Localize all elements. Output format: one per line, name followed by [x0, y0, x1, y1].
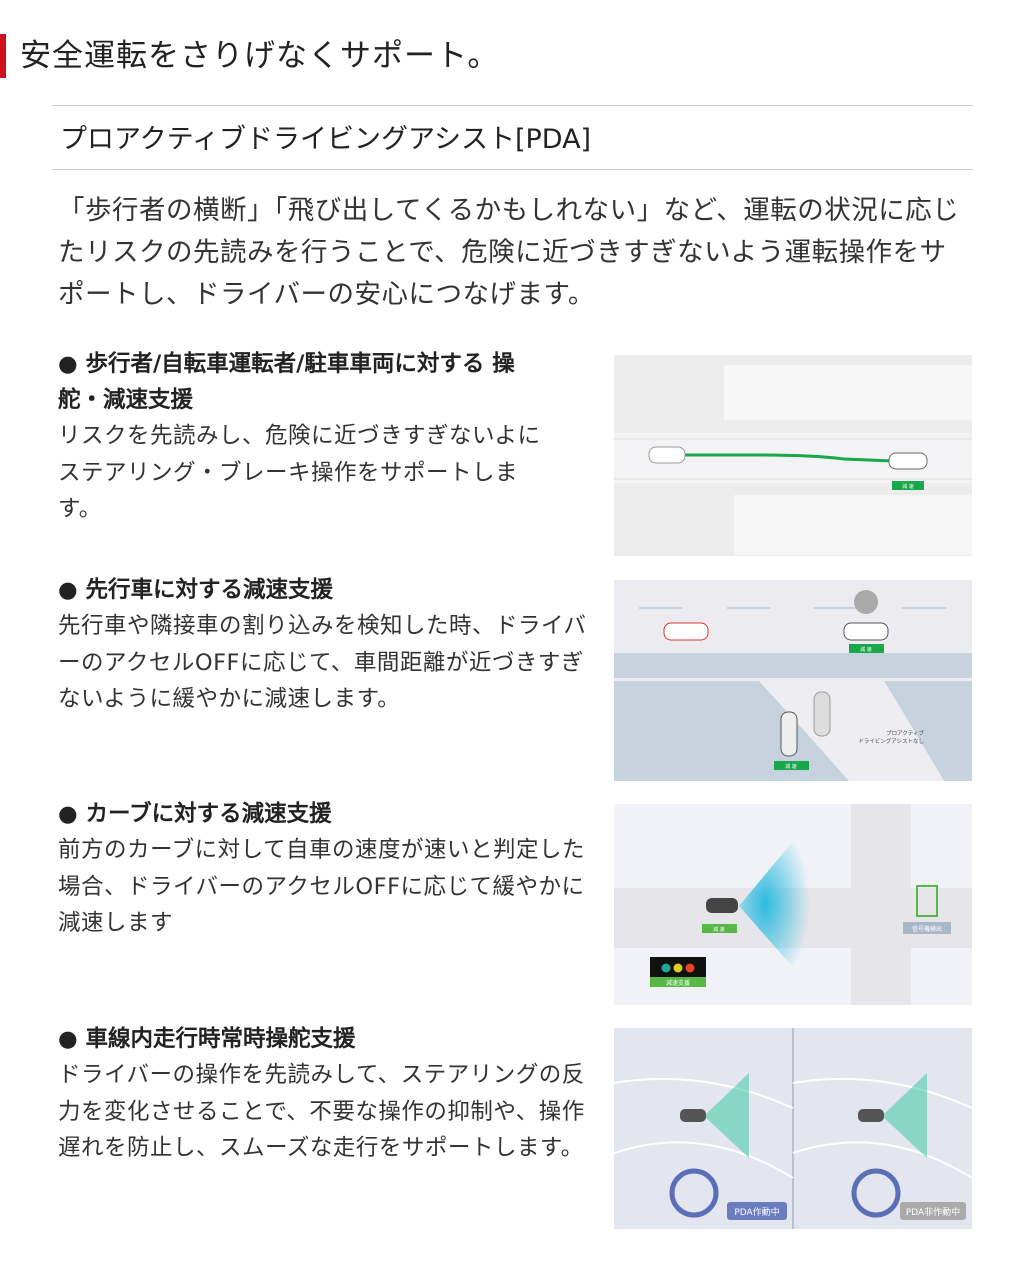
feature-lane-steering: ● 車線内走行時常時操舵支援 ドライバーの操作を先読みして、ステアリングの反力を… [58, 1021, 593, 1167]
feature-body: 先行車や隣接車の割り込みを検知した時、ドライバーのアクセルOFFに応じて、車間距… [58, 613, 587, 712]
feature-preceding-vehicle: ● 先行車に対する減速支援 先行車や隣接車の割り込みを検知した時、ドライバーのア… [58, 572, 593, 718]
svg-text:減 速: 減 速 [785, 763, 797, 770]
intro-text: 「歩行者の横断」「飛び出してくるかもしれない」など、運転の状況に応じたリスクの先… [58, 195, 960, 310]
preceding-vehicle-illustration: 減 速 減 速 プロアクティブ ドライビングアシストなし [614, 580, 972, 781]
svg-text:減速支援: 減速支援 [666, 979, 690, 987]
feature-body: ドライバーの操作を先読みして、ステアリングの反力を変化させることで、不要な操作の… [58, 1062, 585, 1161]
feature-pedestrian: ● 歩行者/自転車運転者/駐車車両に対する 操舵・減速支援 リスクを先読みし、危… [58, 346, 593, 528]
pedestrian-illustration: 減 速 [614, 355, 972, 556]
svg-text:ドライビングアシストなし: ドライビングアシストなし [858, 737, 924, 745]
lane-steering-illustration: PDA作動中 PDA非作動中 [614, 1028, 972, 1229]
divider [52, 169, 973, 170]
section-subheading: プロアクティブドライビングアシスト[PDA] [60, 124, 592, 155]
svg-text:信号機検出: 信号機検出 [912, 925, 942, 933]
svg-text:減 速: 減 速 [860, 646, 872, 653]
feature-body: 前方のカーブに対して自車の速度が速いと判定した場合、ドライバーのアクセルOFFに… [58, 837, 585, 936]
feature-heading: ● 歩行者/自転車運転者/駐車車両に対する 操舵・減速支援 [58, 351, 515, 413]
feature-heading: ● 先行車に対する減速支援 [58, 577, 333, 603]
feature-curve: ● カーブに対する減速支援 前方のカーブに対して自車の速度が速いと判定した場合、… [58, 796, 593, 942]
page-title: 安全運転をさりげなくサポート。 [0, 34, 499, 78]
feature-heading: ● カーブに対する減速支援 [58, 801, 332, 827]
svg-text:減 速: 減 速 [902, 483, 914, 490]
svg-text:PDA非作動中: PDA非作動中 [906, 1206, 960, 1218]
svg-text:PDA作動中: PDA作動中 [734, 1206, 779, 1218]
feature-body: リスクを先読みし、危険に近づきすぎないよにステアリング・ブレーキ操作をサポートし… [58, 423, 541, 522]
svg-text:減 速: 減 速 [713, 926, 725, 933]
divider [52, 105, 973, 106]
curve-illustration: 減 速 減速支援 信号機検出 [614, 804, 972, 1005]
feature-heading: ● 車線内走行時常時操舵支援 [58, 1026, 356, 1052]
svg-text:プロアクティブ: プロアクティブ [886, 729, 924, 737]
